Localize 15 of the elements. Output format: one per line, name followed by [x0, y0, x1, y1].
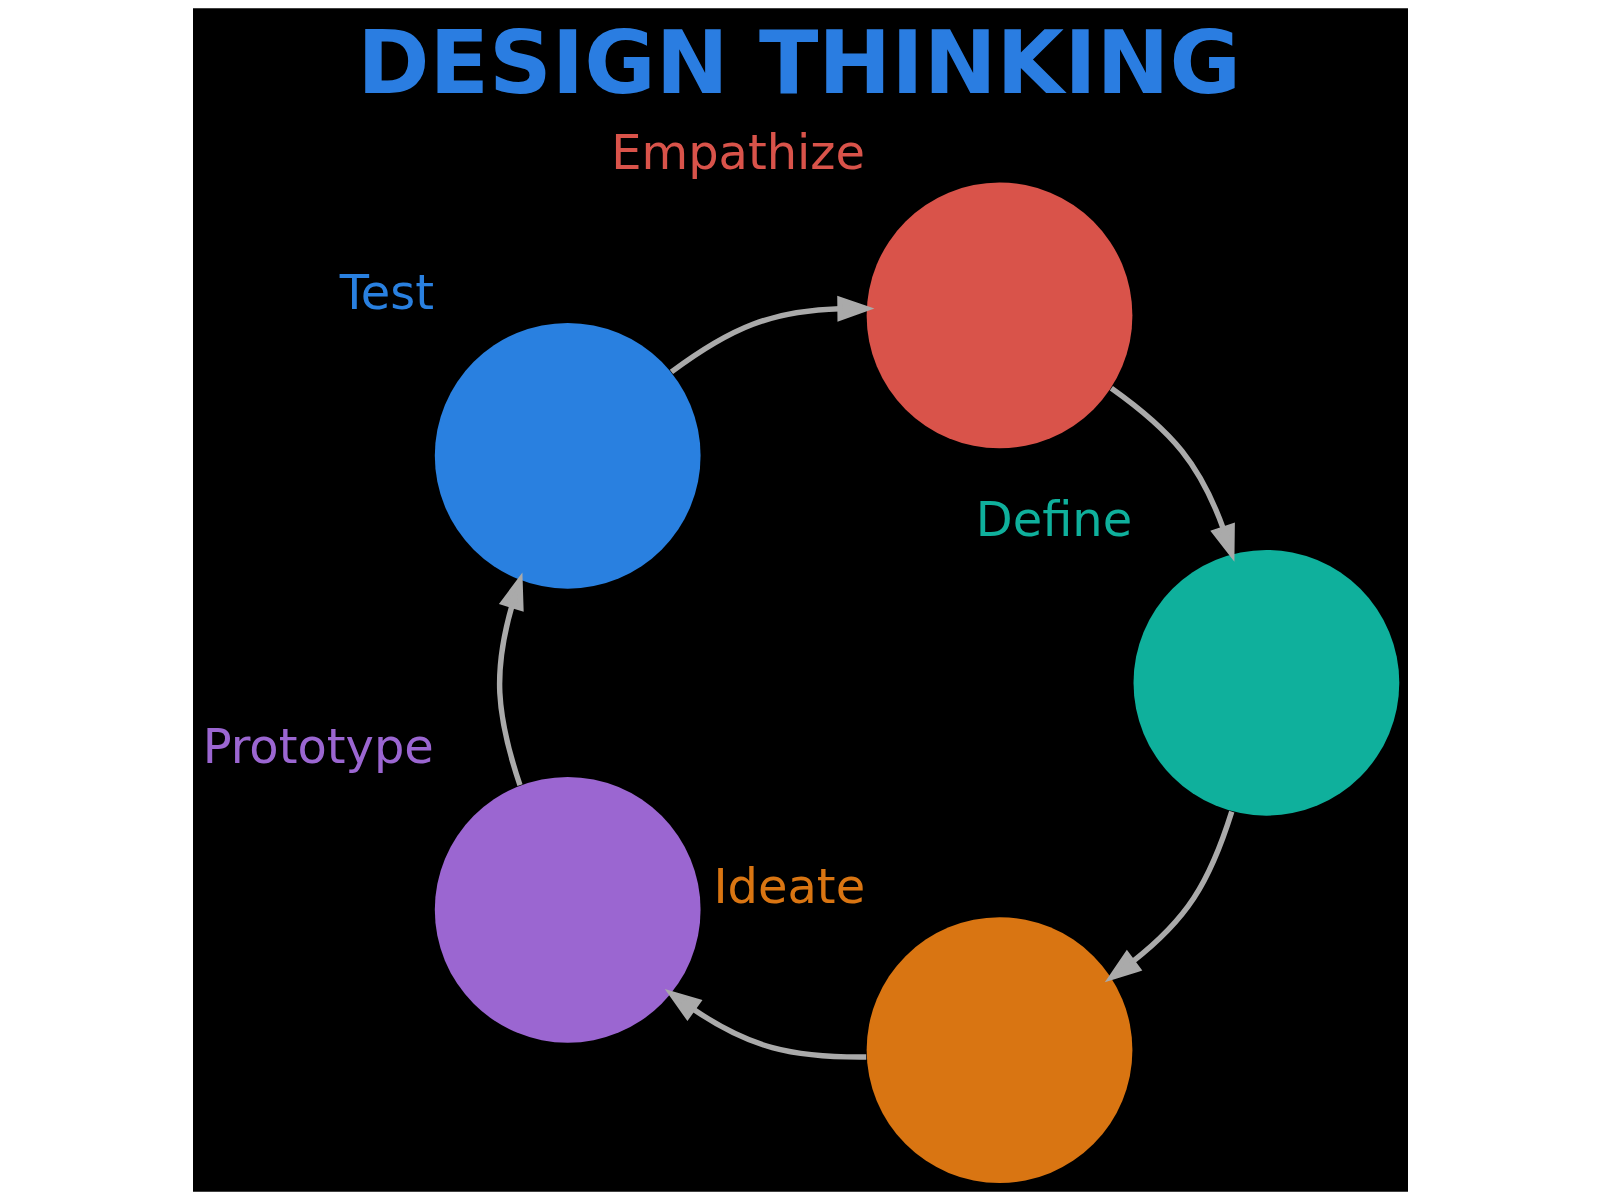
node-label: Prototype: [202, 718, 434, 774]
node-circle: [434, 322, 701, 589]
arrow: [1104, 810, 1234, 983]
node-circle: [866, 182, 1132, 449]
arrow: [496, 572, 524, 786]
node-circle: [1133, 549, 1399, 816]
diagram-title: DESIGN THINKING: [356, 12, 1241, 115]
arrow: [664, 988, 866, 1060]
node-label: Define: [975, 491, 1132, 547]
arrow: [1109, 386, 1235, 562]
node-label: Test: [339, 264, 434, 320]
arrow: [669, 295, 874, 375]
node-label: Ideate: [712, 859, 865, 915]
node-label: Empathize: [610, 124, 865, 180]
node-circle: [866, 917, 1132, 1183]
